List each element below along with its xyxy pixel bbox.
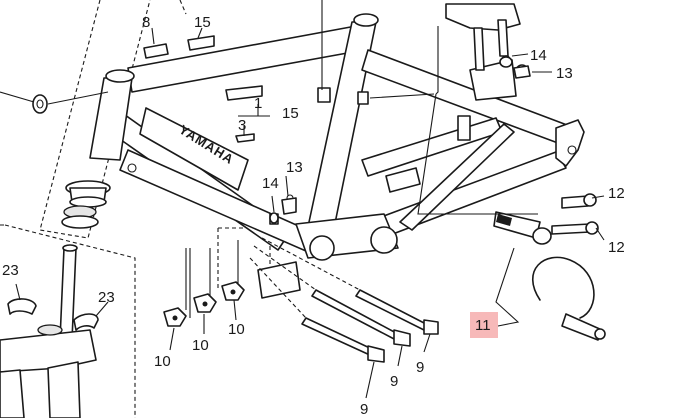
callout-15-mid: 15 bbox=[282, 105, 299, 122]
callout-23-right: 23 bbox=[98, 289, 115, 306]
callout-15-top: 15 bbox=[194, 14, 211, 31]
callout-14-top: 14 bbox=[530, 47, 547, 64]
headset-parts bbox=[61, 180, 111, 229]
callout-9-right: 9 bbox=[416, 359, 424, 376]
callout-8: 8 bbox=[142, 14, 150, 31]
callout-10-left: 10 bbox=[154, 353, 171, 370]
callout-11-highlight bbox=[470, 312, 498, 338]
callout-3: 3 bbox=[238, 117, 246, 134]
callout-14-mid: 14 bbox=[262, 175, 279, 192]
pivot-and-cable-lock bbox=[493, 193, 606, 341]
callout-23-left: 23 bbox=[2, 262, 19, 279]
washers-small-bolts bbox=[32, 56, 531, 224]
callout-10-middle: 10 bbox=[192, 337, 209, 354]
callout-12-top: 12 bbox=[608, 185, 625, 202]
callout-1: 1 bbox=[254, 95, 262, 112]
callout-11: 11 bbox=[475, 317, 491, 334]
leader-lines bbox=[0, 0, 605, 399]
callout-10-right: 10 bbox=[228, 321, 245, 338]
callout-9-left: 9 bbox=[360, 401, 368, 418]
callout-12-bottom: 12 bbox=[608, 239, 625, 256]
main-frame bbox=[89, 13, 585, 299]
callout-9-middle: 9 bbox=[390, 373, 398, 390]
top-group-boundary bbox=[179, 0, 187, 15]
callout-labels: 8 15 14 13 1 15 3 13 14 12 12 23 23 10 1… bbox=[2, 14, 625, 418]
callout-13-mid: 13 bbox=[286, 159, 303, 176]
fork-assembly bbox=[0, 244, 99, 418]
nuts-10 bbox=[163, 281, 245, 327]
brand-panel bbox=[139, 107, 249, 191]
fork-group-boundary bbox=[0, 224, 136, 418]
bolts-9 bbox=[249, 237, 439, 363]
callout-13-top: 13 bbox=[556, 65, 573, 82]
